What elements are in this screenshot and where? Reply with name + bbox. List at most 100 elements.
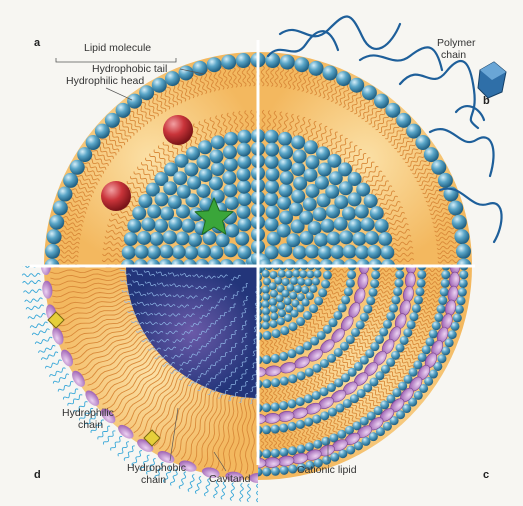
cationic-lipid-head [341, 295, 350, 304]
hydrophilic-head [375, 219, 389, 233]
label-hydrophobic-chain-line1: Hydrophobic [127, 462, 186, 474]
cationic-lipid-head [271, 354, 280, 363]
hydrophilic-head [139, 85, 154, 100]
core-sphere [225, 224, 239, 238]
core-sphere [352, 232, 366, 246]
core-sphere [184, 163, 198, 177]
inner-sphere [289, 292, 297, 300]
cationic-lipid-head [432, 321, 441, 330]
inner-sphere [312, 278, 320, 286]
label-cavitand: Cavitand [209, 473, 251, 485]
core-sphere [225, 196, 239, 210]
core-sphere [160, 207, 174, 221]
cationic-lipid-head [272, 329, 281, 338]
inner-sphere [262, 286, 270, 294]
hydrophilic-head [349, 78, 364, 93]
inner-sphere [262, 293, 270, 301]
inner-sphere [269, 282, 277, 290]
cationic-lipid-head [457, 296, 466, 305]
panel-label-d: d [34, 469, 41, 481]
core-sphere [147, 205, 161, 219]
inner-sphere [284, 297, 292, 305]
core-sphere [318, 246, 332, 260]
inner-sphere [284, 314, 292, 322]
cationic-lipid-head [303, 341, 312, 350]
hydrophilic-head [77, 147, 92, 162]
cationic-lipid-head [395, 270, 404, 279]
cationic-lipid-head [271, 467, 280, 476]
inner-sphere [270, 305, 278, 313]
core-sphere [279, 145, 293, 159]
hydrophilic-head [70, 160, 85, 175]
hydrophilic-head [192, 61, 207, 76]
core-sphere [237, 155, 251, 169]
cationic-lipid-head [262, 379, 271, 388]
core-sphere [159, 244, 173, 258]
inner-sphere [294, 285, 302, 293]
hydrophilic-head [237, 130, 251, 144]
cationic-lipid-head [414, 296, 423, 305]
cationic-lipid-head [455, 305, 464, 314]
core-sphere [277, 196, 291, 210]
inner-sphere [285, 270, 293, 278]
cationic-lipid-head [415, 287, 424, 296]
hydrophilic-head [309, 61, 324, 76]
core-sphere [135, 245, 149, 259]
cationic-lipid-head [323, 271, 332, 280]
cationic-lipid-head [309, 304, 318, 313]
core-sphere [223, 183, 237, 197]
cationic-lipid-head [344, 287, 353, 296]
core-sphere [172, 245, 186, 259]
hydrophilic-head [45, 244, 60, 259]
inner-sphere [306, 292, 314, 300]
hydrophilic-head [122, 245, 136, 259]
cationic-lipid-head [320, 359, 329, 368]
core-sphere [188, 233, 202, 247]
core-sphere [236, 167, 250, 181]
cationic-lipid-head [280, 466, 289, 475]
core-sphere [305, 245, 319, 259]
inner-sphere [262, 270, 270, 278]
core-sphere [361, 217, 375, 231]
core-sphere [291, 189, 305, 203]
core-sphere [238, 192, 252, 206]
inner-sphere [299, 270, 307, 278]
label-polymer-line2: chain [441, 49, 466, 61]
core-sphere [321, 219, 335, 233]
label-hydrophilic-chain-line1: Hydrophilic [62, 407, 114, 419]
core-sphere [155, 192, 169, 206]
cationic-lipid-head [370, 279, 379, 288]
label-lipid-molecule: Lipid molecule [84, 42, 151, 54]
inner-sphere [262, 300, 270, 308]
cationic-lipid-head [422, 345, 431, 354]
cationic-lipid-head [288, 465, 297, 474]
cationic-lipid-head [403, 328, 412, 337]
hydrophilic-head [127, 219, 141, 233]
hydrophilic-head [198, 140, 212, 154]
cationic-lipid-head [263, 331, 272, 340]
core-sphere [365, 231, 379, 245]
cationic-lipid-head [279, 448, 288, 457]
cationic-lipid-head [262, 425, 271, 434]
cationic-lipid-head [271, 449, 280, 458]
hydrophilic-head [452, 215, 467, 230]
inner-sphere [277, 317, 285, 325]
hydrophilic-head [132, 206, 146, 220]
hydrophilic-head [431, 160, 446, 175]
label-hydrophilic-head: Hydrophilic head [66, 75, 144, 87]
core-sphere [278, 158, 292, 172]
cationic-lipid-head [383, 320, 392, 329]
core-sphere [197, 245, 211, 259]
cationic-lipid-head [279, 423, 288, 432]
panel-label-a: a [34, 37, 41, 49]
core-sphere [304, 168, 318, 182]
cationic-lipid-head [459, 279, 468, 288]
cationic-lipid-head [318, 288, 327, 297]
hydrophilic-head [49, 215, 64, 230]
label-hydrophobic-chain-line2: chain [141, 474, 166, 486]
cationic-lipid-head [347, 270, 356, 279]
core-sphere [293, 149, 307, 163]
hydrophilic-head [378, 232, 392, 246]
core-sphere [313, 207, 327, 221]
inner-sphere [276, 294, 284, 302]
